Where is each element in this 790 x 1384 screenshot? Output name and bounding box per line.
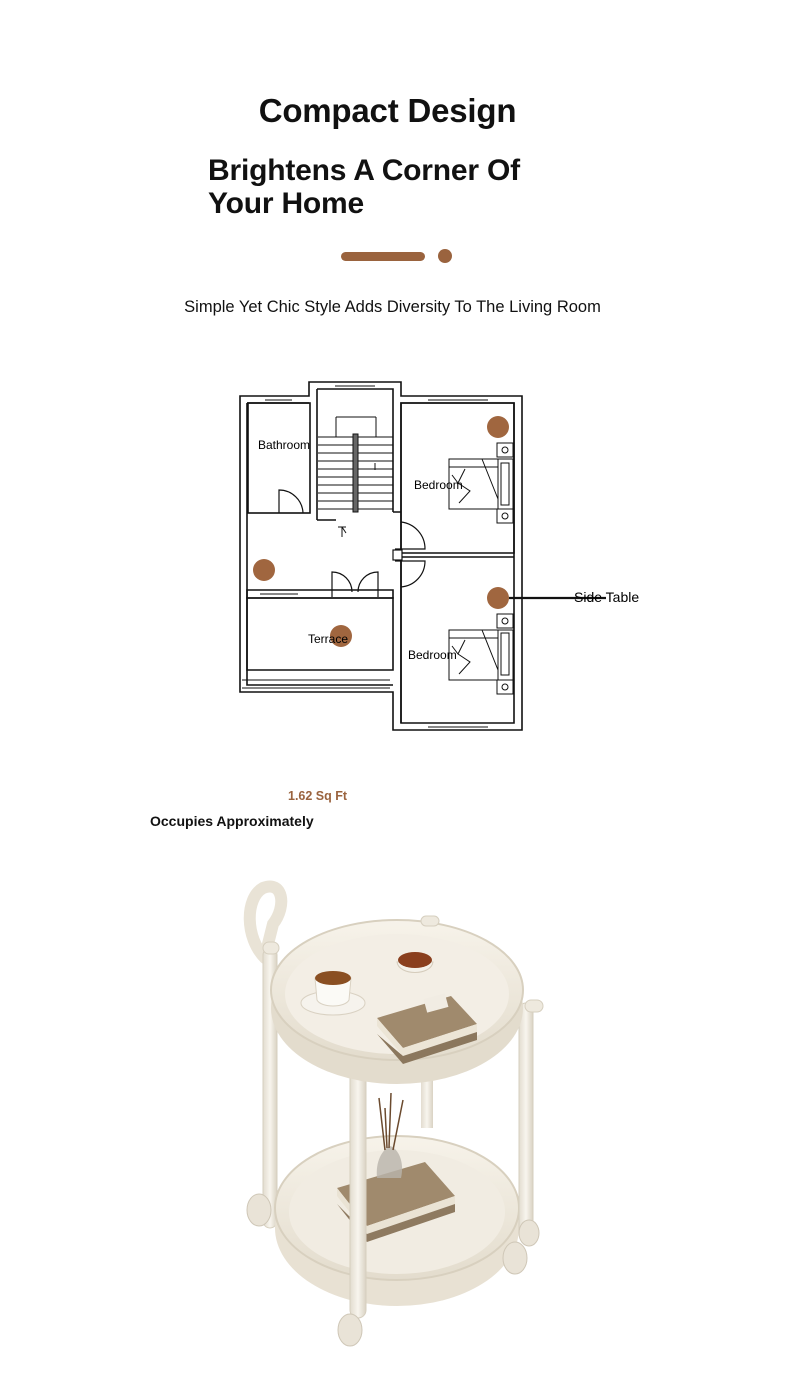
- tagline: Simple Yet Chic Style Adds Diversity To …: [184, 298, 601, 316]
- bedroom-bottom-walls: [400, 556, 514, 723]
- label-bedroom-top: Bedroom: [414, 478, 463, 492]
- cart-handle-icon: [243, 880, 288, 964]
- marker-hallway: [253, 559, 275, 581]
- label-terrace: Terrace: [308, 632, 348, 646]
- area-value: 1.62 Sq Ft: [288, 789, 348, 803]
- marker-terrace: [330, 625, 352, 647]
- reed-diffuser-icon: [376, 1092, 404, 1178]
- label-bathroom: Bathroom: [258, 438, 310, 452]
- subtitle-line-1: Brightens A Corner Of: [208, 154, 520, 187]
- side-table-markers: [253, 416, 509, 647]
- label-side-table: Side Table: [574, 589, 639, 605]
- doors: [278, 489, 426, 597]
- area-label: Occupies Approximately: [150, 813, 314, 829]
- stair-core-walls: [316, 388, 401, 521]
- windows: [242, 381, 488, 728]
- accent-divider-dot: [438, 249, 452, 263]
- accent-divider-bar: [341, 252, 425, 261]
- label-bedroom-bottom: Bedroom: [408, 648, 457, 662]
- side-table-product-image: [243, 880, 544, 1347]
- floor-plan-diagram: Bathroom Bedroom Terrace Bedroom Side Ta…: [239, 381, 639, 731]
- page-title: Compact Design: [258, 92, 517, 129]
- marker-bedroom-top: [487, 416, 509, 438]
- teacup-icon: [300, 971, 366, 1016]
- wheels: [246, 1193, 540, 1347]
- subtitle: Brightens A Corner Of Your Home: [208, 154, 568, 220]
- bedroom-top-walls: [400, 402, 515, 554]
- snack-bowl-icon: [396, 952, 434, 973]
- subtitle-line-2: Your Home: [208, 187, 364, 220]
- marker-bedroom-bottom: [487, 587, 509, 609]
- books-upper: [377, 993, 477, 1064]
- terrace: [246, 597, 394, 671]
- beds: [448, 442, 514, 695]
- staircase: [318, 416, 393, 537]
- outer-wall: [239, 381, 523, 731]
